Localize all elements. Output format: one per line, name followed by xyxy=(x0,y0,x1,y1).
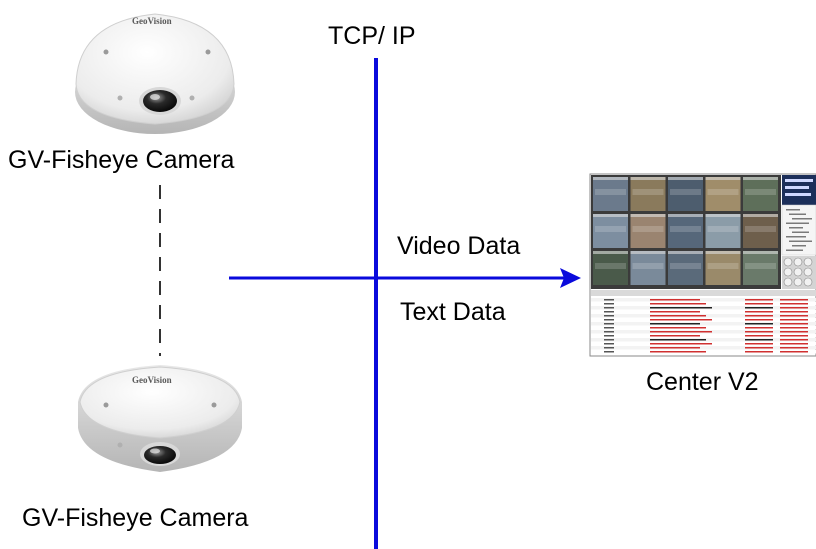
video-tile xyxy=(668,214,703,248)
camera-tree xyxy=(786,209,812,251)
video-tile xyxy=(743,251,778,285)
video-tile xyxy=(668,251,703,285)
control-keypad xyxy=(783,257,813,287)
video-tile xyxy=(630,177,666,211)
fisheye-camera-bottom: GeoVision xyxy=(78,365,242,472)
camera-logo: GeoVision xyxy=(132,375,172,385)
video-tile xyxy=(705,214,741,248)
video-tile xyxy=(593,251,628,285)
video-tile xyxy=(705,251,741,285)
text-data-label: Text Data xyxy=(400,298,506,326)
video-tile xyxy=(705,177,741,211)
video-tile xyxy=(630,214,666,248)
camera-bottom-label: GV-Fisheye Camera xyxy=(22,504,249,532)
network-label: TCP/ IP xyxy=(328,22,416,50)
video-data-label: Video Data xyxy=(397,232,520,260)
video-tile xyxy=(630,251,666,285)
fisheye-camera-top: GeoVision xyxy=(75,13,235,134)
video-tile xyxy=(743,177,778,211)
video-tile xyxy=(593,214,628,248)
camera-top-label: GV-Fisheye Camera xyxy=(8,146,235,174)
camera-logo: GeoVision xyxy=(132,16,172,26)
video-tile xyxy=(668,177,703,211)
video-grid xyxy=(593,177,778,285)
data-arrow xyxy=(229,268,581,288)
video-tile xyxy=(743,214,778,248)
center-v2-label: Center V2 xyxy=(646,368,759,396)
video-tile xyxy=(593,177,628,211)
center-v2-screenshot xyxy=(589,173,816,357)
event-log xyxy=(591,298,816,354)
